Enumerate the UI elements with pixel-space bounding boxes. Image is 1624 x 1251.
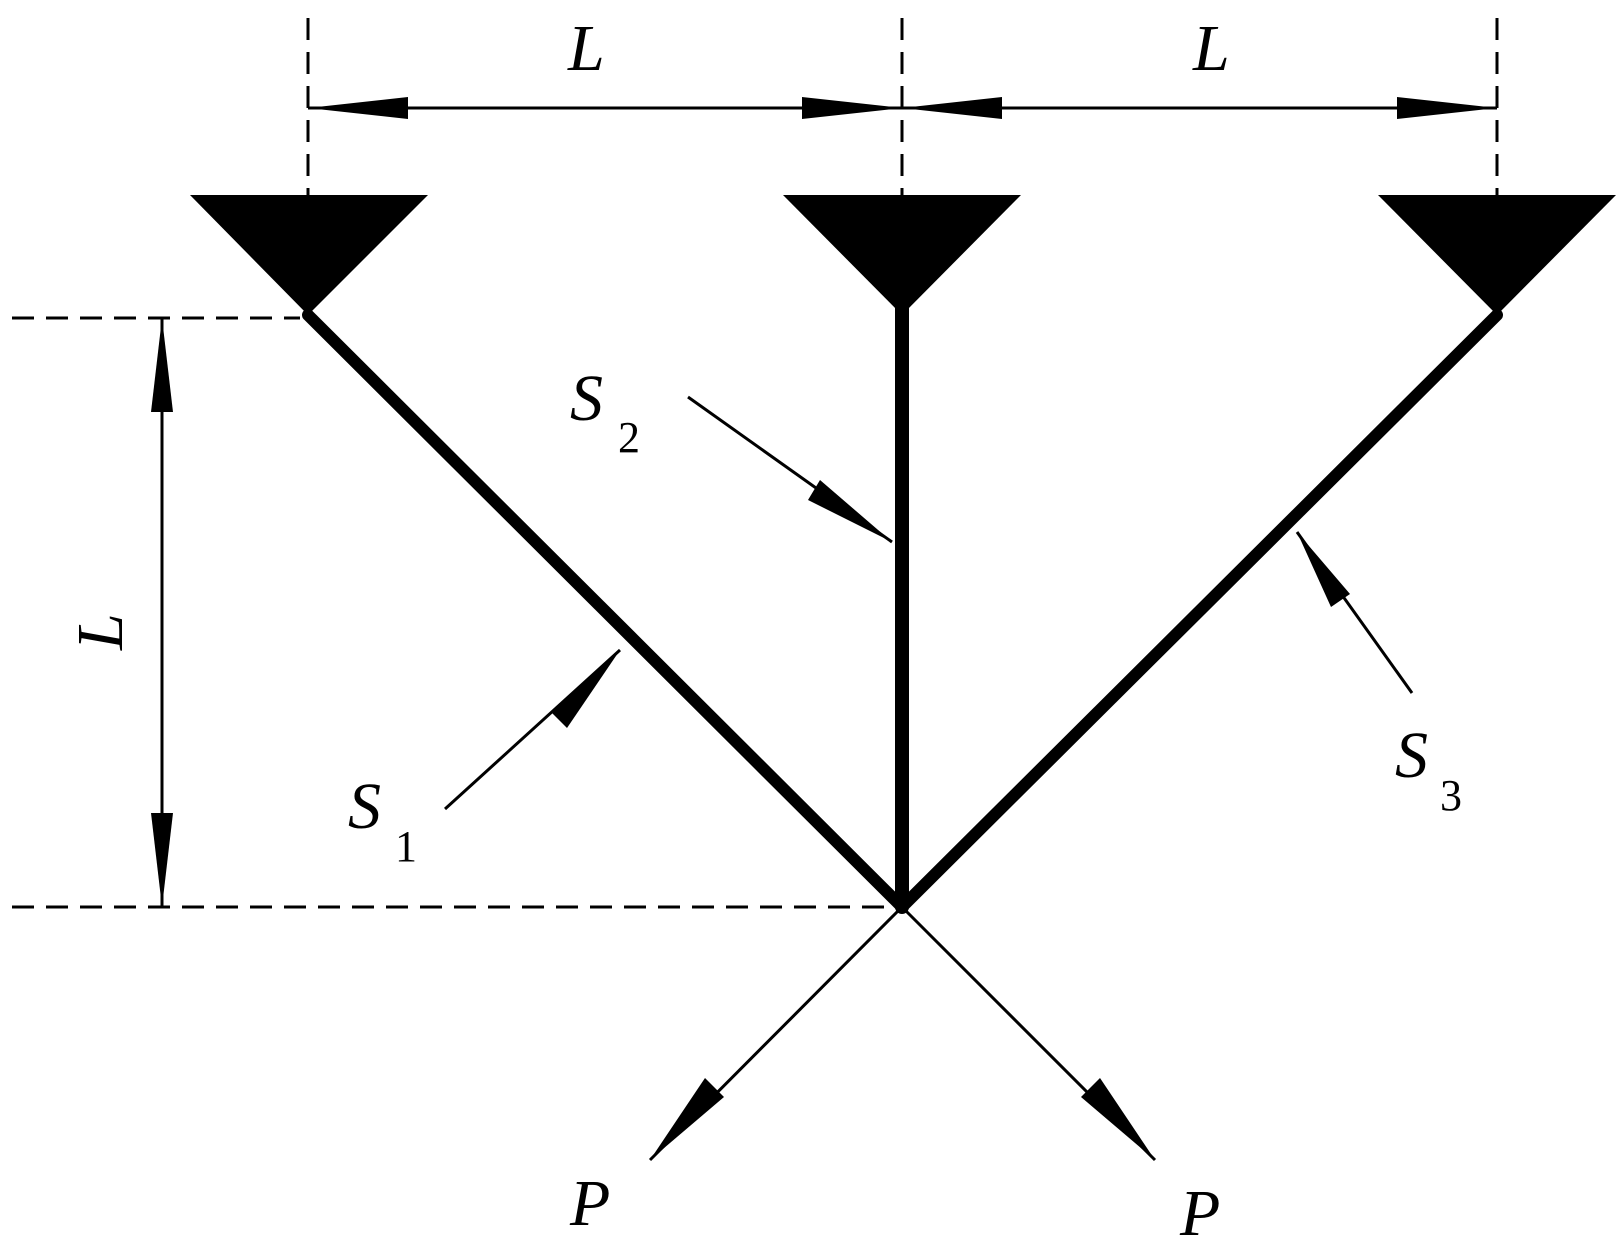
arrowhead-load-left — [650, 1078, 724, 1160]
label-s3: S 3 — [1395, 719, 1462, 820]
label-s3-main: S — [1395, 719, 1428, 792]
support-right — [1378, 195, 1616, 315]
label-s1-sub: 1 — [395, 822, 417, 871]
arrowhead-mid-from-right — [902, 97, 1002, 119]
arrowhead-s3 — [1297, 532, 1350, 607]
supports — [190, 195, 1616, 315]
label-s2: S 2 — [570, 362, 640, 462]
label-load-left: P — [569, 1167, 610, 1240]
label-s1-main: S — [348, 770, 381, 843]
horizontal-extension-lines — [12, 316, 902, 909]
vertical-dimension — [151, 318, 173, 907]
arrowhead-s2 — [808, 480, 892, 542]
label-dimension-top-left: L — [567, 12, 605, 85]
label-dimension-vertical: L — [64, 613, 137, 651]
bar-s1 — [302, 309, 908, 913]
arrowhead-load-right — [1081, 1078, 1155, 1160]
arrowhead-vertical-top — [151, 318, 173, 412]
label-s1: S 1 — [348, 770, 417, 871]
support-left — [190, 195, 428, 315]
arrowhead-vertical-bottom — [151, 813, 173, 907]
label-dimension-top-right: L — [1192, 12, 1230, 85]
loads — [648, 905, 1157, 1162]
member-leaders — [443, 395, 1414, 811]
label-s2-sub: 2 — [618, 413, 640, 462]
bars — [302, 293, 1503, 914]
label-s3-sub: 3 — [1440, 771, 1462, 820]
arrowhead-left-inward — [308, 97, 408, 119]
arrowhead-mid-from-left — [802, 97, 902, 119]
arrowhead-s1 — [551, 650, 620, 728]
support-middle — [783, 195, 1021, 315]
label-s2-main: S — [570, 362, 603, 435]
arrowhead-right-inward — [1397, 97, 1497, 119]
horizontal-dimension — [308, 97, 1497, 119]
label-load-right: P — [1179, 1177, 1220, 1250]
bar-s3 — [896, 309, 1503, 913]
